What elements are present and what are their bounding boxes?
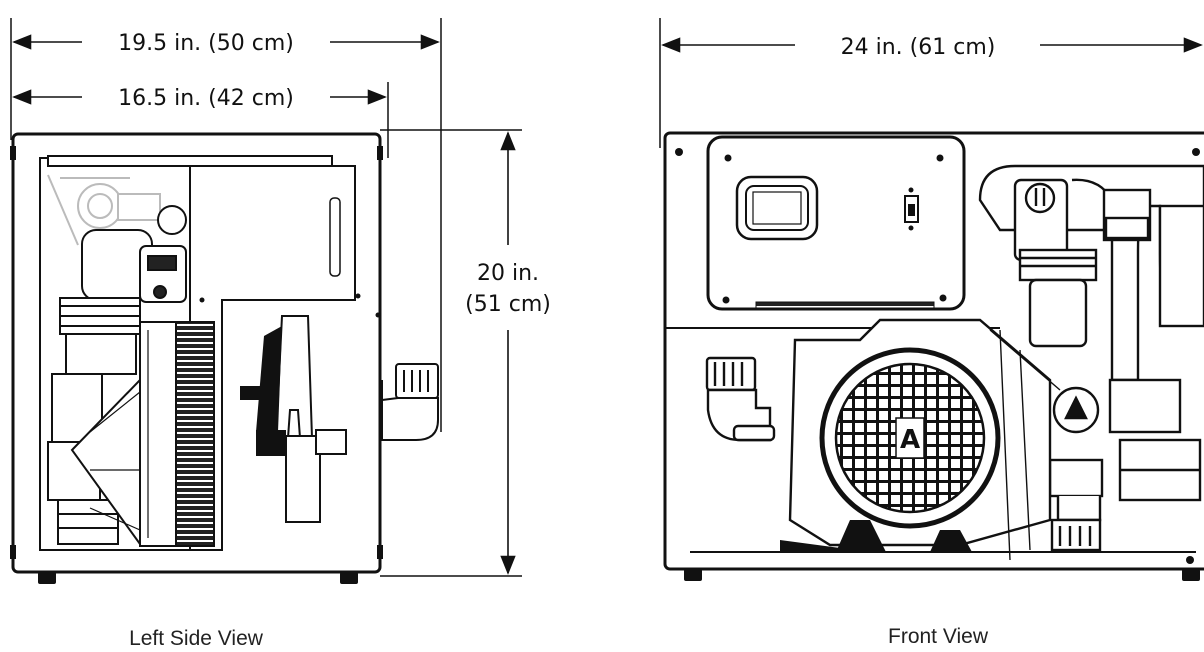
- fan-shroud: [139, 321, 177, 547]
- dimension-label-body-depth: 16.5 in. (42 cm): [118, 86, 294, 111]
- brand-logo: [240, 315, 347, 523]
- dimension-label-overall-depth: 19.5 in. (50 cm): [118, 31, 294, 56]
- front-view: 24 in. (61 cm): [659, 18, 1204, 648]
- discharge-elbow: [381, 363, 439, 441]
- top-rail: [47, 155, 333, 167]
- foot: [38, 572, 56, 584]
- corner-bolt: [10, 545, 16, 559]
- foot: [1182, 569, 1200, 581]
- view-caption-front: Front View: [888, 625, 989, 648]
- panel-slot: [329, 197, 341, 277]
- corner-bolt: [377, 545, 383, 559]
- background-piping: [47, 174, 161, 246]
- view-caption-left: Left Side View: [129, 627, 264, 650]
- motor-logo-letter: A: [900, 425, 920, 455]
- dimension-label-height-metric: (51 cm): [465, 292, 551, 317]
- corner-bolt: [377, 146, 383, 160]
- valve-assembly: [139, 205, 187, 303]
- left-side-view: 19.5 in. (50 cm) 16.5 in. (42 cm) 20 in.…: [10, 18, 551, 650]
- cooling-fins: [175, 321, 215, 547]
- foot: [684, 569, 702, 581]
- inlet-elbow: [705, 356, 776, 442]
- dimension-label-height: 20 in.: [477, 261, 539, 286]
- corner-bolt: [10, 146, 16, 160]
- dimension-label-width: 24 in. (61 cm): [841, 35, 996, 60]
- control-vent: [755, 301, 935, 309]
- side-panel: [189, 165, 356, 551]
- foot: [340, 572, 358, 584]
- front-piping: [978, 164, 1204, 552]
- motor-mount: [836, 520, 886, 552]
